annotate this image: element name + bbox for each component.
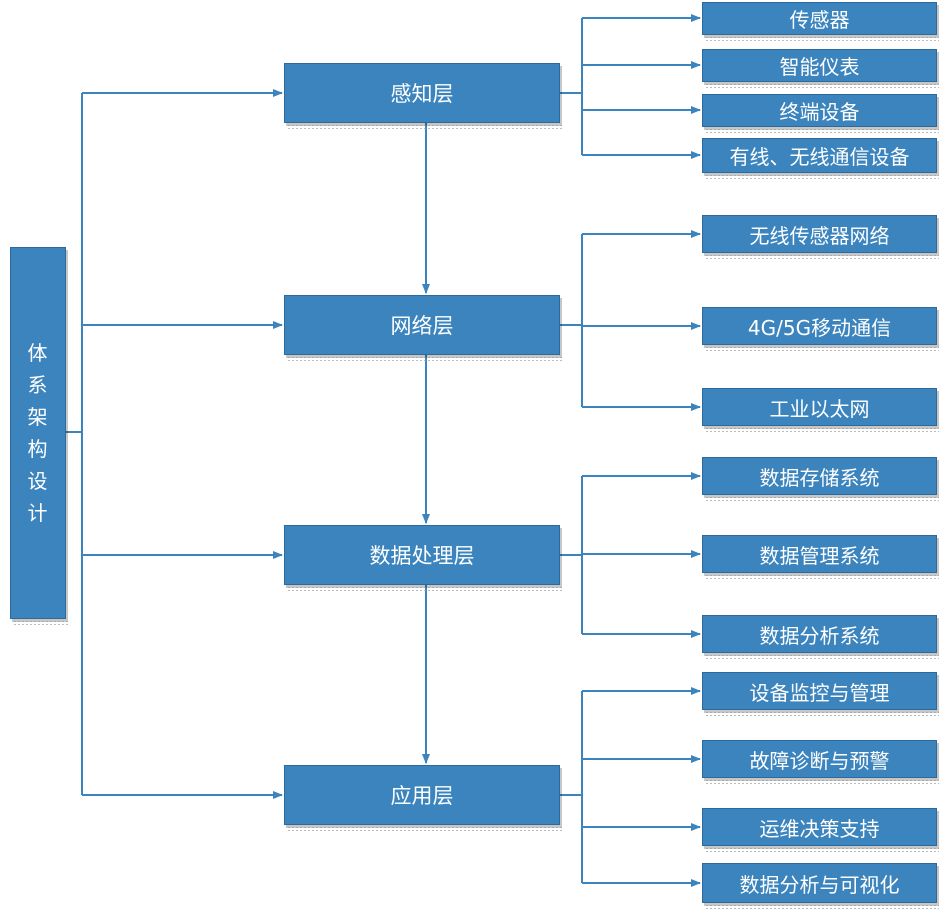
root-char: 计 bbox=[27, 501, 49, 525]
leaf-label: 运维决策支持 bbox=[759, 816, 880, 841]
root-char: 设 bbox=[27, 469, 49, 493]
leaf-data-analysis: 数据分析系统 bbox=[702, 615, 939, 659]
leaf-label: 数据分析系统 bbox=[759, 623, 880, 648]
leaf-label: 有线、无线通信设备 bbox=[729, 145, 910, 169]
leaf-device-monitoring: 设备监控与管理 bbox=[702, 672, 939, 716]
leaf-label: 故障诊断与预警 bbox=[749, 748, 890, 773]
leaf-mobile-comm: 4G/5G移动通信 bbox=[702, 307, 939, 351]
leaf-ops-decision: 运维决策支持 bbox=[702, 808, 939, 852]
leaf-data-management: 数据管理系统 bbox=[702, 535, 939, 579]
leaf-label: 终端设备 bbox=[779, 100, 860, 124]
leaf-data-visualization: 数据分析与可视化 bbox=[702, 863, 939, 909]
root-char: 系 bbox=[27, 373, 49, 397]
layer-perception: 感知层 bbox=[284, 63, 562, 129]
leaf-comm-device: 有线、无线通信设备 bbox=[702, 138, 939, 179]
layer-label: 感知层 bbox=[390, 82, 454, 106]
layer-label: 数据处理层 bbox=[369, 544, 475, 568]
root-char: 构 bbox=[27, 437, 49, 461]
layer-label: 应用层 bbox=[390, 784, 454, 808]
layer-data-processing: 数据处理层 bbox=[284, 525, 562, 591]
layer-label: 网络层 bbox=[390, 314, 454, 338]
leaf-label: 数据管理系统 bbox=[759, 543, 880, 568]
leaf-label: 无线传感器网络 bbox=[749, 223, 890, 248]
leaf-data-storage: 数据存储系统 bbox=[702, 457, 939, 501]
leaf-wsn: 无线传感器网络 bbox=[702, 215, 939, 259]
root-char: 体 bbox=[27, 341, 49, 365]
leaf-label: 数据分析与可视化 bbox=[739, 872, 900, 897]
leaf-label: 工业以太网 bbox=[769, 396, 870, 421]
leaf-fault-diagnosis: 故障诊断与预警 bbox=[702, 740, 939, 784]
root-node: 体 系 架 构 设 计 bbox=[10, 247, 68, 625]
leaf-label: 传感器 bbox=[789, 8, 850, 32]
layer-network: 网络层 bbox=[284, 295, 562, 361]
root-char: 架 bbox=[27, 405, 49, 429]
leaf-industrial-ethernet: 工业以太网 bbox=[702, 388, 939, 432]
leaf-sensor: 传感器 bbox=[702, 2, 939, 41]
leaf-label: 数据存储系统 bbox=[759, 465, 880, 490]
layer-application: 应用层 bbox=[284, 765, 562, 831]
leaf-label: 设备监控与管理 bbox=[749, 680, 890, 705]
leaf-smart-meter: 智能仪表 bbox=[702, 49, 939, 88]
leaf-label: 4G/5G移动通信 bbox=[747, 315, 892, 340]
leaf-terminal-device: 终端设备 bbox=[702, 94, 939, 133]
leaf-label: 智能仪表 bbox=[779, 55, 860, 79]
